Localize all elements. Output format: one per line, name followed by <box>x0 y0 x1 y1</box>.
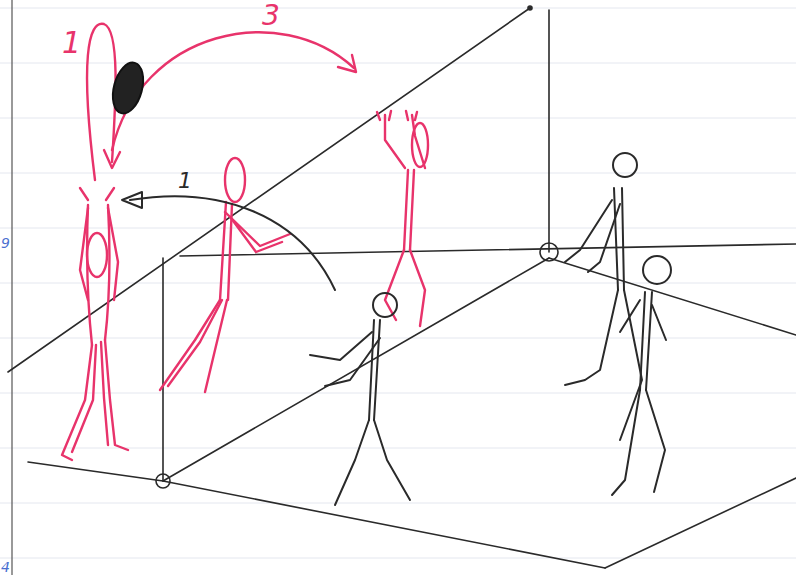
attack-arrow <box>112 32 354 150</box>
margin-mark: 4 <box>1 560 10 574</box>
arrow-head <box>338 55 356 72</box>
red-team <box>62 24 428 460</box>
arrow-head <box>122 192 142 208</box>
court-line <box>605 478 796 568</box>
ball <box>108 59 149 116</box>
callout-number: 3 <box>262 2 280 30</box>
toss-arrow <box>87 24 116 180</box>
margin-line <box>11 0 12 575</box>
net-top <box>8 8 530 372</box>
margin-mark: 9 <box>1 236 10 250</box>
hitter-player <box>62 188 128 460</box>
pole-base <box>156 474 170 488</box>
net-pole <box>162 258 164 481</box>
net-pole <box>548 10 550 252</box>
callout-number: 1 <box>178 170 192 192</box>
receiver-player <box>310 293 410 505</box>
arrow-head <box>104 150 120 168</box>
pass-arrow <box>130 196 335 290</box>
callout-number: 1 <box>62 28 81 58</box>
black-team <box>122 153 671 505</box>
pole-base <box>540 243 558 261</box>
court-and-net <box>8 6 796 568</box>
setter-player <box>160 158 290 392</box>
net-corner <box>528 6 532 10</box>
back-player <box>565 153 642 440</box>
front-player <box>612 256 671 495</box>
court-line <box>549 258 796 335</box>
court-line <box>28 462 605 568</box>
